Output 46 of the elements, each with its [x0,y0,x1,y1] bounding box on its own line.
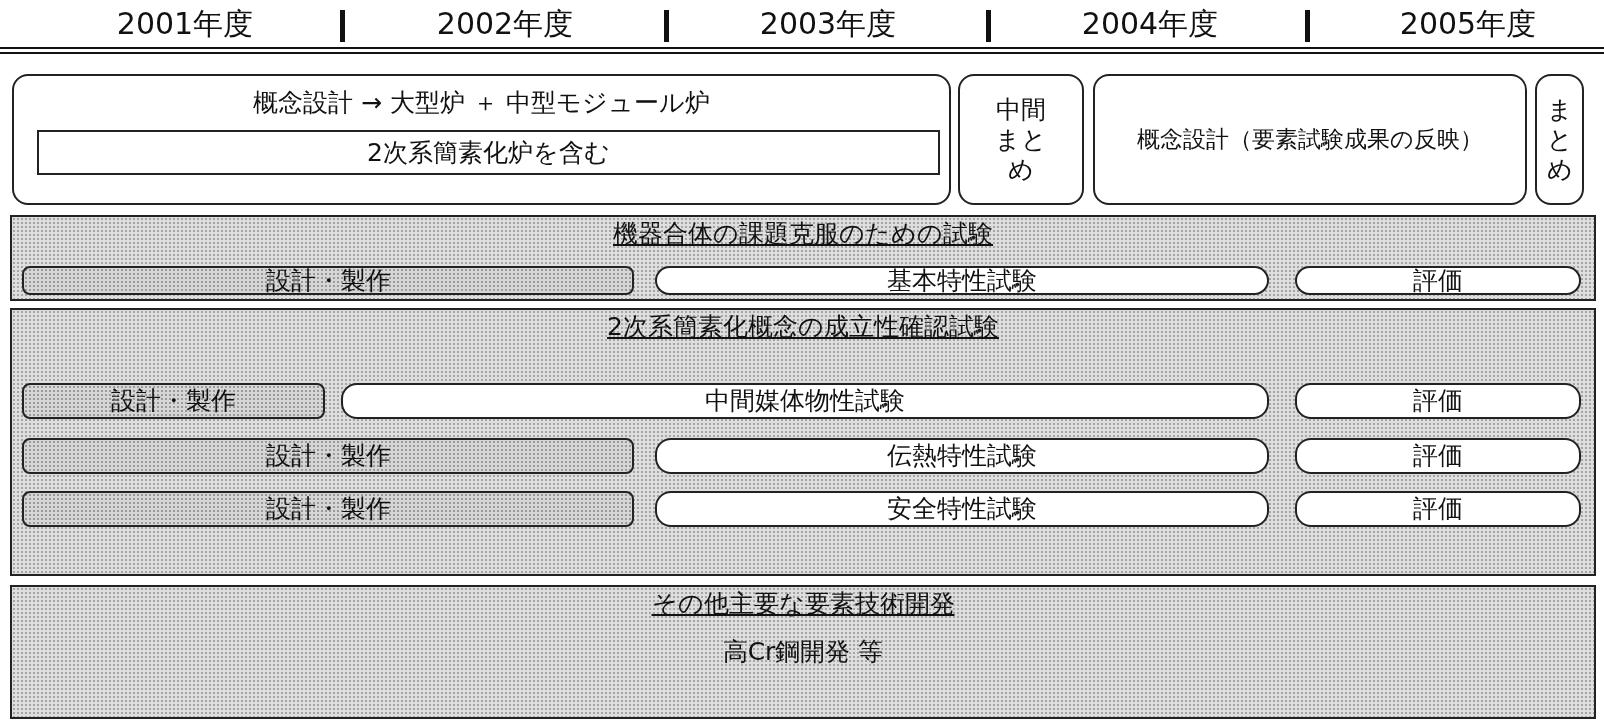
bar-label: 評価 [1413,494,1463,524]
task-bar [22,438,634,474]
year-label: 2003年度 [759,5,897,43]
plan-box [1093,74,1527,205]
bar-label: 評価 [1413,265,1463,296]
bar-label: 2次系簡素化炉を含む [367,137,610,168]
task-bar [1295,491,1581,527]
task-bar [22,266,634,295]
task-bar [22,383,325,419]
task-bar [341,383,1269,419]
milestone-box [1535,74,1584,205]
test-panel [10,215,1596,301]
bar-label: 高Cr鋼開発 等 [722,637,884,667]
year-label: 2005年度 [1399,5,1537,43]
bar-label: 概念設計 → 大型炉 ＋ 中型モジュール炉 [253,88,710,118]
task-bar [655,438,1269,474]
plan-box [12,74,951,205]
bar-label: 中間まとめ [994,94,1048,185]
task-bar [1295,383,1581,419]
bar-label: 概念設計（要素試験成果の反映） [1137,125,1483,154]
year-label: 2002年度 [436,5,574,43]
bar-label: 伝熱特性試験 [887,441,1037,471]
bar-label: 基本特性試験 [887,265,1037,296]
bar-label: 設計・製作 [265,265,391,296]
bar-label: 中間媒体物性試験 [705,386,905,416]
bar-label: 設計・製作 [111,386,236,416]
task-bar [1295,266,1581,295]
task-bar [655,266,1269,295]
bar-label: 評価 [1413,441,1463,471]
milestone-box [958,74,1084,205]
bar-label: 評価 [1413,386,1463,416]
panel-heading: 機器合体の課題克服のための試験 [613,219,993,249]
development-panel [10,585,1596,719]
test-panel [10,308,1596,576]
year-label: 2001年度 [116,5,254,43]
panel-heading: 2次系簡素化概念の成立性確認試験 [607,312,999,342]
task-bar [1295,438,1581,474]
task-bar [22,491,634,527]
bar-label: 設計・製作 [265,441,391,471]
bar-label: 設計・製作 [265,494,391,524]
task-bar [655,491,1269,527]
year-label: 2004年度 [1081,5,1219,43]
note-box [37,130,940,175]
panel-heading: その他主要な要素技術開発 [651,589,955,619]
bar-label: 安全特性試験 [887,494,1037,524]
bar-label: まとめ [1545,94,1574,185]
